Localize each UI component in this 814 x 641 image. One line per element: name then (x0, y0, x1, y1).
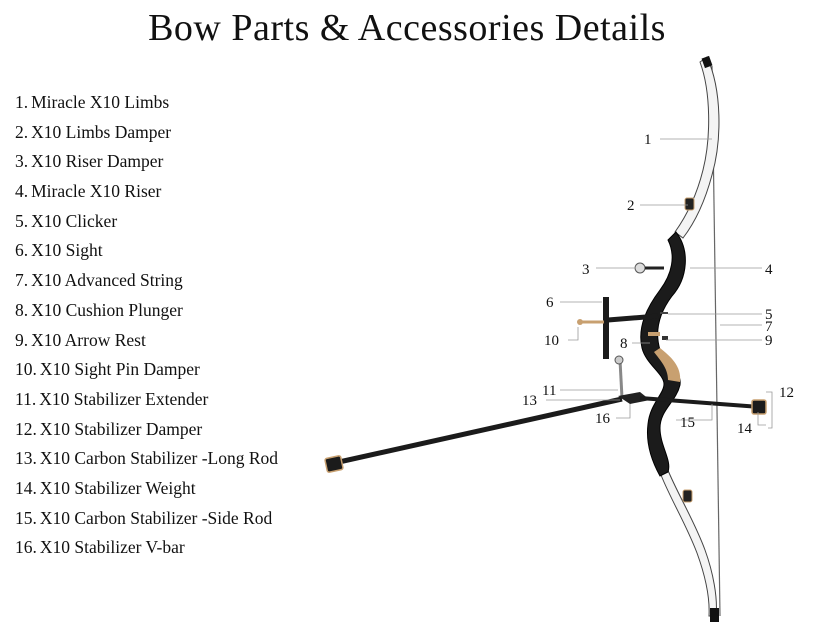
callout-2: 2 (627, 198, 635, 214)
v-bar (618, 392, 650, 404)
part-name: Miracle X10 Limbs (31, 92, 170, 112)
part-number: 6. (15, 240, 29, 261)
part-item: 2.X10 Limbs Damper (15, 118, 278, 148)
part-number: 12. (15, 418, 37, 439)
part-number: 4. (15, 181, 29, 202)
callout-3: 3 (582, 262, 590, 278)
part-number: 3. (15, 151, 29, 172)
part-number: 16. (15, 537, 37, 558)
part-name: X10 Stabilizer Extender (39, 388, 209, 409)
lower-limb (660, 467, 717, 617)
part-name: X10 Limbs Damper (31, 121, 172, 142)
side-rod (639, 396, 761, 409)
callout-13: 13 (522, 393, 537, 409)
part-number: 7. (15, 270, 29, 291)
part-number: 14. (15, 477, 37, 498)
part-number: 8. (15, 299, 29, 320)
part-name: X10 Carbon Stabilizer -Side Rod (39, 507, 273, 528)
part-item: 9.X10 Arrow Rest (15, 326, 278, 356)
riser (640, 231, 686, 477)
part-item: 1.Miracle X10 Limbs (15, 88, 278, 118)
callout-9: 9 (765, 333, 773, 349)
upper-limb (674, 56, 720, 239)
part-item: 3.X10 Riser Damper (15, 147, 278, 177)
stabilizer-extender (618, 359, 624, 399)
riser-damper (634, 262, 646, 274)
part-name: X10 Stabilizer V-bar (39, 537, 185, 558)
sight-block (603, 297, 609, 359)
part-item: 5.X10 Clicker (15, 207, 278, 237)
callout-11: 11 (542, 383, 556, 399)
stabilizer-weight-long (324, 455, 344, 473)
callout-14: 14 (737, 421, 753, 437)
part-name: X10 Sight (31, 240, 103, 261)
sight-bar (607, 313, 659, 323)
upper-limb-tip (701, 55, 713, 69)
part-item: 13.X10 Carbon Stabilizer -Long Rod (15, 444, 278, 474)
part-name: X10 Arrow Rest (31, 329, 146, 350)
part-item: 4.Miracle X10 Riser (15, 177, 278, 207)
part-name: X10 Clicker (31, 210, 118, 231)
callout-1: 1 (644, 132, 652, 148)
part-number: 2. (15, 121, 29, 142)
leader-lines (546, 138, 773, 429)
callout-7: 7 (765, 319, 773, 335)
stabilizer-weight-side (751, 399, 767, 415)
part-name: X10 Cushion Plunger (31, 299, 183, 320)
part-item: 8.X10 Cushion Plunger (15, 296, 278, 326)
riser-grip (654, 348, 681, 382)
part-name: X10 Advanced String (31, 270, 183, 291)
part-name: X10 Stabilizer Damper (39, 418, 203, 439)
callout-10: 10 (544, 333, 559, 349)
part-name: X10 Sight Pin Damper (39, 359, 200, 380)
callout-6: 6 (546, 295, 554, 311)
part-name: X10 Carbon Stabilizer -Long Rod (39, 448, 279, 469)
part-item: 10.X10 Sight Pin Damper (15, 355, 278, 385)
callout-5: 5 (765, 307, 773, 323)
part-number: 5. (15, 210, 29, 231)
part-number: 1. (15, 92, 29, 112)
lower-limbs-damper (682, 489, 693, 503)
part-item: 16.X10 Stabilizer V-bar (15, 533, 278, 563)
callout-15: 15 (680, 415, 695, 431)
callout-16: 16 (595, 411, 611, 427)
part-item: 15.X10 Carbon Stabilizer -Side Rod (15, 504, 278, 534)
part-item: 6.X10 Sight (15, 236, 278, 266)
callout-4: 4 (765, 262, 773, 278)
part-number: 15. (15, 507, 37, 528)
part-item: 12.X10 Stabilizer Damper (15, 415, 278, 445)
part-item: 11.X10 Stabilizer Extender (15, 385, 278, 415)
part-name: X10 Riser Damper (31, 151, 164, 172)
part-number: 11. (15, 388, 37, 409)
callout-8: 8 (620, 336, 628, 352)
part-name: X10 Stabilizer Weight (39, 477, 196, 498)
parts-list: 1.Miracle X10 Limbs 2.X10 Limbs Damper 3… (15, 88, 278, 563)
part-number: 9. (15, 329, 29, 350)
part-name: Miracle X10 Riser (31, 181, 162, 202)
lower-limb-tip (710, 608, 719, 622)
page-title: Bow Parts & Accessories Details (148, 7, 666, 49)
long-rod (329, 396, 623, 467)
arrow-rest (662, 336, 668, 340)
cushion-plunger (648, 332, 660, 336)
limbs-damper (684, 197, 695, 211)
part-number: 10. (15, 359, 37, 380)
callout-12: 12 (779, 385, 794, 401)
part-item: 7.X10 Advanced String (15, 266, 278, 296)
part-number: 13. (15, 448, 37, 469)
callout-numbers: 1 2 3 4 5 6 7 8 9 10 11 12 13 14 15 16 (522, 132, 794, 437)
part-item: 14.X10 Stabilizer Weight (15, 474, 278, 504)
